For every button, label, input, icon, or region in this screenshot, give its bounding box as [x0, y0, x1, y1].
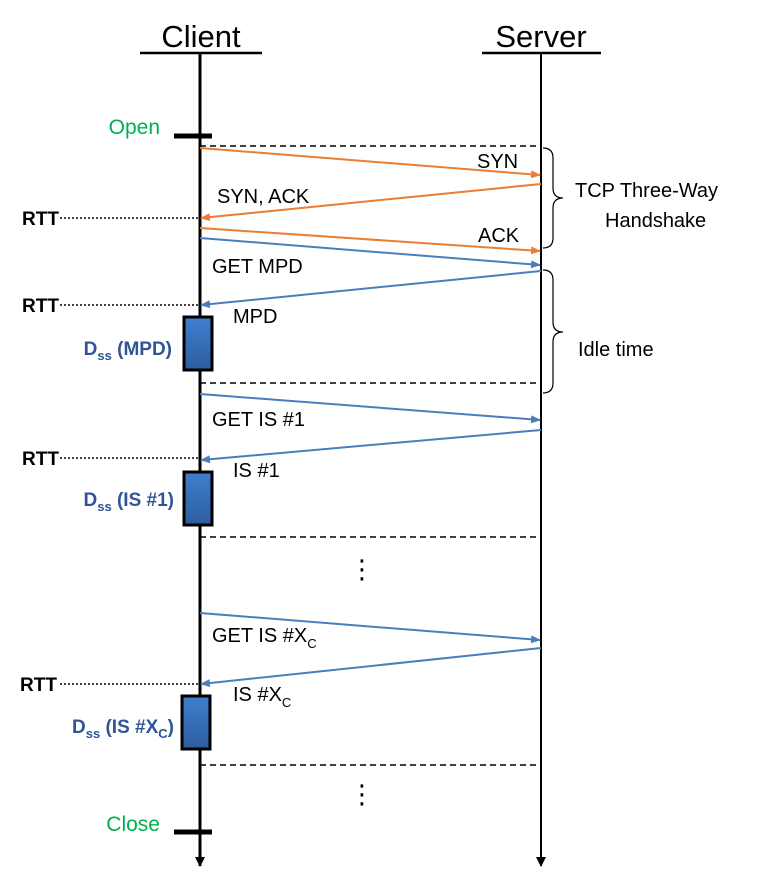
tcp-handshake-brace	[542, 147, 564, 249]
is1-arrow	[200, 429, 542, 464]
ack-label: ACK	[478, 225, 520, 247]
syn-ack-arrow	[200, 183, 542, 222]
close-label: Close	[106, 813, 160, 836]
server-title: Server	[495, 19, 586, 54]
get-isxc-arrow	[199, 612, 541, 644]
processing-box-is1	[182, 470, 214, 527]
client-title: Client	[161, 19, 241, 54]
dss-isxc-label: Dss (IS #XC)	[72, 717, 174, 741]
get-isxc-label: GET IS #XC	[212, 625, 317, 651]
get-mpd-label: GET MPD	[212, 256, 303, 278]
mpd-label: MPD	[233, 306, 277, 328]
rtt-label: RTT	[22, 209, 59, 230]
get-isxc-sub: C	[307, 636, 316, 651]
rtt-label: RTT	[22, 296, 59, 317]
rtt-label: RTT	[20, 675, 57, 696]
syn-ack-label: SYN, ACK	[217, 186, 310, 208]
get-is1-label: GET IS #1	[212, 409, 305, 431]
separators	[200, 145, 541, 766]
get-is1-arrow	[199, 393, 541, 424]
isxc-text: IS #X	[233, 684, 282, 706]
mpd-arrow	[200, 270, 542, 309]
idle-time-brace	[542, 269, 564, 394]
vertical-ellipsis: ⋮	[349, 779, 375, 809]
dss-is1-label: Dss (IS #1)	[83, 490, 174, 514]
processing-box-isxc	[180, 694, 212, 751]
processing-box-mpd	[182, 315, 214, 372]
get-isxc-text: GET IS #X	[212, 625, 307, 647]
isxc-label: IS #XC	[233, 684, 291, 710]
ack-arrow	[199, 227, 541, 255]
get-mpd-arrow	[199, 237, 541, 269]
tcp-label-line2: Handshake	[605, 210, 706, 232]
syn-label: SYN	[477, 151, 518, 173]
open-label: Open	[109, 116, 160, 139]
idle-time-label: Idle time	[578, 339, 654, 361]
dss-mpd-label: Dss (MPD)	[84, 339, 172, 363]
vertical-ellipsis: ⋮	[349, 554, 375, 584]
rtt-label: RTT	[22, 449, 59, 470]
is1-label: IS #1	[233, 460, 280, 482]
tcp-label-line1: TCP Three-Way	[575, 180, 718, 202]
isxc-sub: C	[282, 695, 291, 710]
syn-arrow	[199, 147, 541, 179]
isxc-arrow	[200, 647, 542, 688]
